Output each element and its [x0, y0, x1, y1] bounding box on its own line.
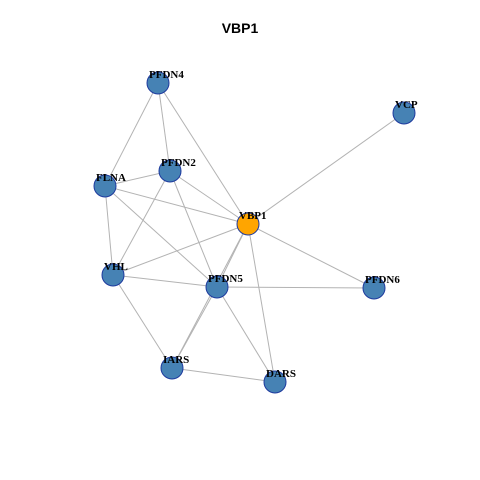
edge-pfdn5-pfdn6	[216, 286, 375, 289]
edge-flna-vbp1	[104, 185, 249, 225]
node-label-dars: DARS	[266, 368, 296, 380]
edge-vhl-iars	[112, 274, 173, 369]
node-dars: DARS	[263, 368, 296, 394]
edge-vbp1-dars	[247, 223, 276, 383]
node-vcp: VCP	[392, 99, 418, 125]
node-label-pfdn6: PFDN6	[365, 274, 400, 286]
node-vhl: VHL	[101, 261, 128, 287]
edge-pfdn2-vbp1	[169, 170, 249, 225]
node-circle-vcp	[392, 101, 416, 125]
node-circle-vhl	[101, 263, 125, 287]
edge-pfdn5-dars	[216, 286, 276, 383]
edge-iars-dars	[171, 367, 276, 383]
node-circle-vbp1	[236, 212, 260, 236]
node-label-iars: IARS	[163, 354, 189, 366]
edge-vbp1-vhl	[112, 223, 249, 276]
node-label-pfdn2: PFDN2	[161, 157, 196, 169]
diagram-title: VBP1	[221, 20, 259, 36]
edge-pfdn4-flna	[104, 82, 159, 187]
node-label-vhl: VHL	[104, 261, 128, 273]
node-label-pfdn4: PFDN4	[149, 69, 184, 81]
node-pfdn6: PFDN6	[362, 274, 400, 300]
node-circle-pfdn5	[205, 275, 229, 299]
node-circle-pfdn6	[362, 276, 386, 300]
node-circle-iars	[160, 356, 184, 380]
node-label-flna: FLNA	[96, 172, 126, 184]
edge-vcp-vbp1	[247, 112, 405, 225]
edge-pfdn2-pfdn5	[169, 170, 218, 288]
node-pfdn4: PFDN4	[146, 69, 184, 95]
node-pfdn2: PFDN2	[158, 157, 196, 183]
node-label-vcp: VCP	[395, 99, 418, 111]
edge-pfdn2-vhl	[112, 170, 171, 276]
edge-pfdn5-iars	[171, 286, 218, 369]
edge-pfdn4-vbp1	[157, 82, 249, 225]
edge-vbp1-pfdn6	[247, 223, 375, 289]
node-iars: IARS	[160, 354, 189, 380]
node-pfdn5: PFDN5	[205, 273, 243, 299]
edge-flna-vhl	[104, 185, 114, 276]
node-label-pfdn5: PFDN5	[208, 273, 243, 285]
edge-layer	[104, 82, 405, 383]
node-flna: FLNA	[93, 172, 126, 198]
node-label-vbp1: VBP1	[239, 210, 267, 222]
edge-vhl-pfdn5	[112, 274, 218, 288]
node-circle-pfdn4	[146, 71, 170, 95]
node-vbp1: VBP1	[236, 210, 267, 236]
node-circle-dars	[263, 370, 287, 394]
node-circle-pfdn2	[158, 159, 182, 183]
edge-pfdn4-pfdn2	[157, 82, 171, 172]
edge-flna-pfdn5	[104, 185, 218, 288]
node-circle-flna	[93, 174, 117, 198]
